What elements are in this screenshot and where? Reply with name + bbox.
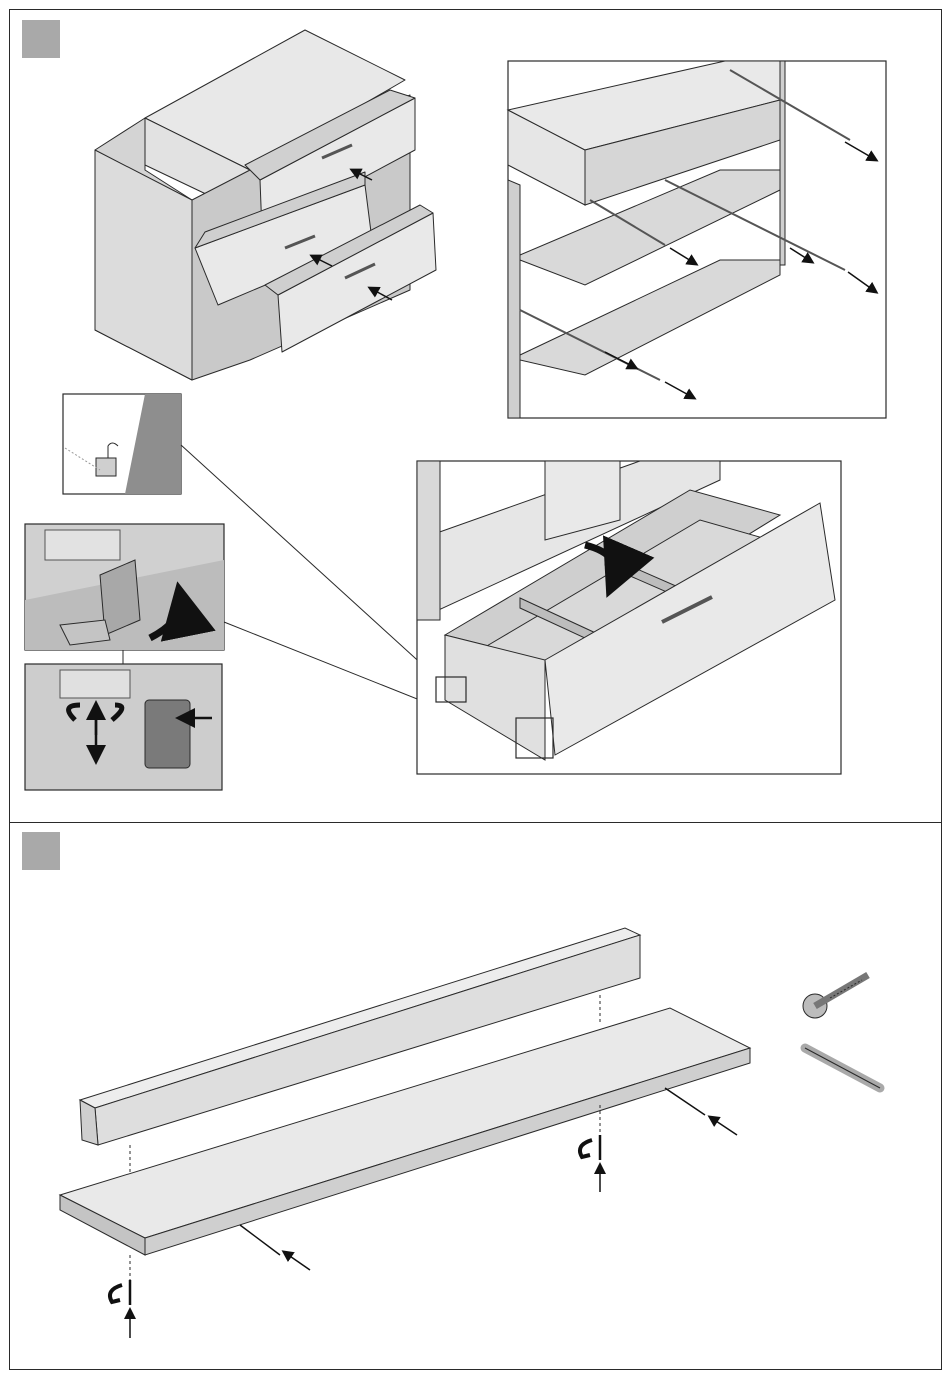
screw-icon [803, 975, 868, 1018]
clip-release-detail [63, 394, 181, 494]
dowel-icon [805, 1048, 880, 1088]
drawer-tilt-detail [417, 461, 841, 774]
runner-detail-zoom [508, 61, 886, 418]
cabinet-with-drawers [95, 30, 436, 380]
clip-adjust-detail [25, 524, 224, 790]
